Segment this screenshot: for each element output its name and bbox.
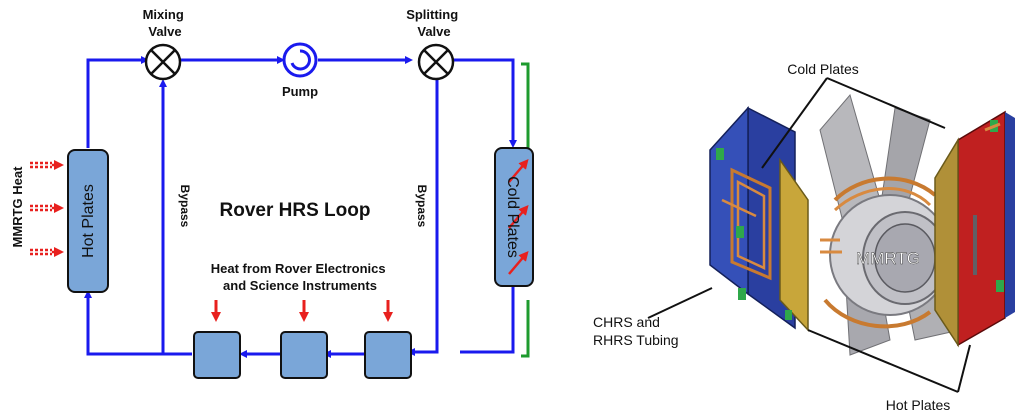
bypass-left-label: Bypass <box>178 185 192 228</box>
pump-icon <box>282 42 318 78</box>
cold-plates-callout: Cold Plates <box>787 61 859 77</box>
mmrtg-heat-label: MMRTG Heat <box>10 166 25 248</box>
splitting-valve <box>417 43 455 81</box>
pipe-splitting-bypass <box>407 80 439 356</box>
hrs-illustration: Cold Plates MMRTG CHRS and RHRS Tubing H… <box>593 61 1015 413</box>
splitting-valve-label: Splitting Valve <box>406 7 462 39</box>
pump-label: Pump <box>282 84 318 99</box>
hot-plates-box <box>67 149 109 293</box>
green-pipe <box>521 62 530 358</box>
mmrtg-core <box>819 93 961 356</box>
left-plate-panel <box>709 106 809 332</box>
heat-exchanger-3 <box>364 331 412 379</box>
callout-lines <box>647 77 971 393</box>
pipe-hx1-to-hotplate <box>84 290 192 356</box>
tubing-callout: CHRS and RHRS Tubing <box>593 314 679 348</box>
cold-plate-arrows <box>508 158 529 275</box>
hrs-loop-diagram: Mixing Valve Splitting Valve Pump Rover … <box>10 7 534 379</box>
mixing-valve-label: Mixing Valve <box>143 7 188 39</box>
right-plate-panel <box>934 110 1015 348</box>
pipe-splitting-to-coldplate <box>450 58 517 148</box>
hot-plates-label: Hot Plates <box>80 184 97 258</box>
electronics-heat-arrows <box>211 300 393 322</box>
mixing-valve <box>144 43 182 81</box>
heat-exchanger-1 <box>193 331 241 379</box>
cold-plates-label: Cold Plates <box>504 176 521 258</box>
bypass-right-label: Bypass <box>415 185 429 228</box>
heat-exchanger-2 <box>280 331 328 379</box>
hot-plates-callout: Hot Plates <box>886 397 951 413</box>
loop-title: Rover HRS Loop <box>220 200 371 221</box>
heat-source-label: Heat from Rover Electronics and Science … <box>211 261 389 293</box>
pipe-hotplate-to-mixing <box>86 56 149 148</box>
mmrtg-label: MMRTG <box>856 249 920 268</box>
mmrtg-heat-arrows <box>30 160 64 257</box>
loop-pipes <box>84 56 517 358</box>
pipe-coldplate-return <box>460 287 515 354</box>
